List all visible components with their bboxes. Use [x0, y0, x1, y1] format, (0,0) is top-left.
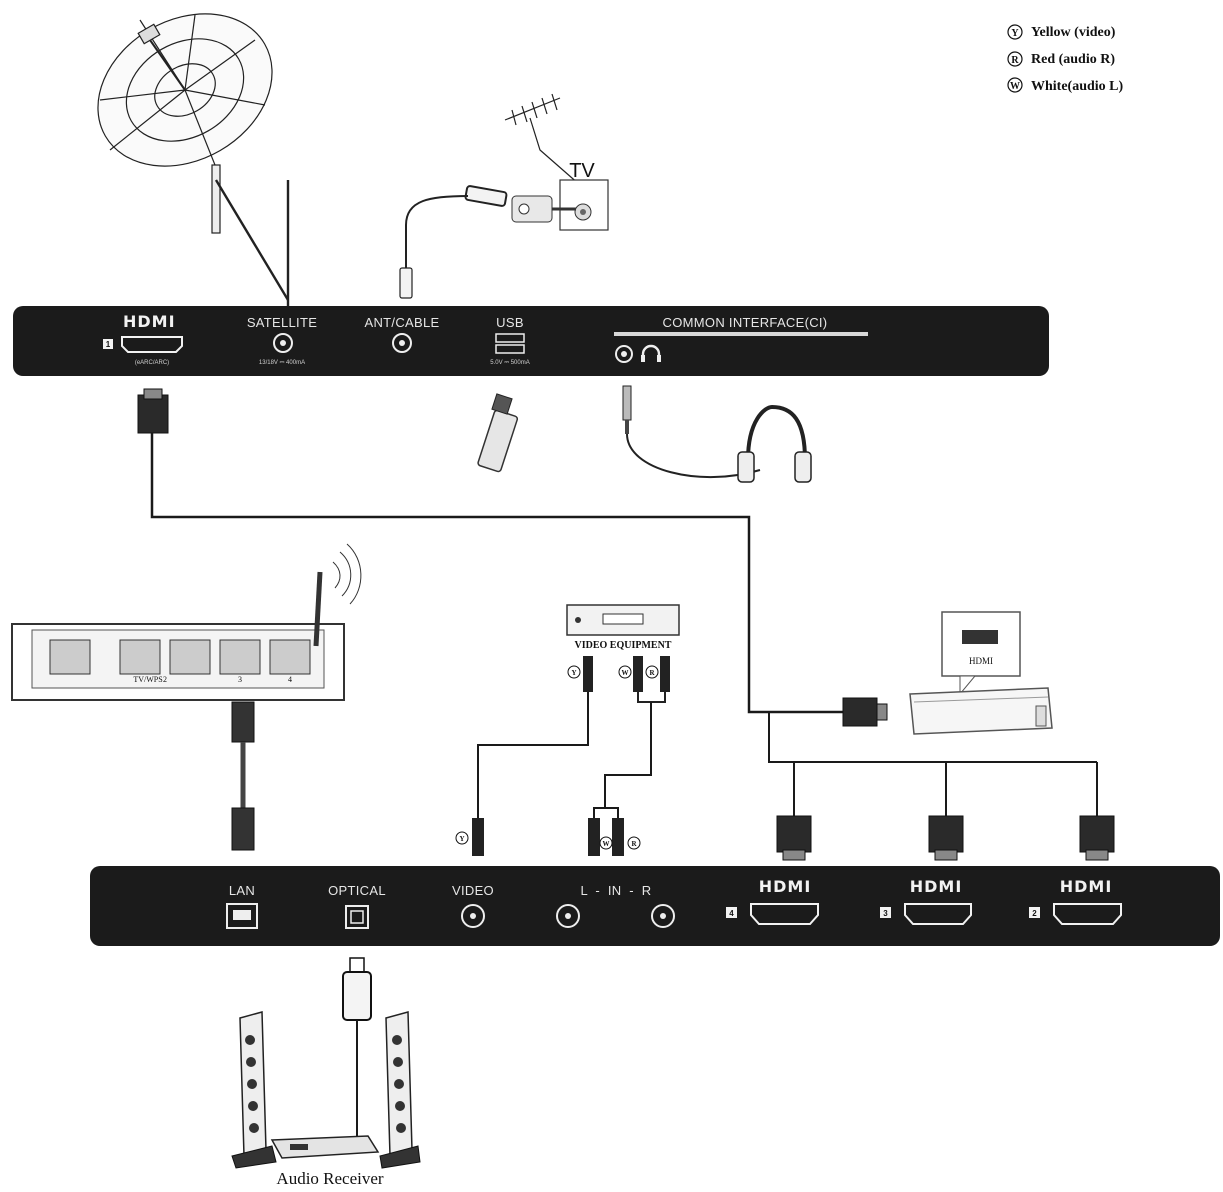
video-port[interactable]: VIDEO — [452, 883, 494, 928]
router-port-label-4: 4 — [288, 675, 292, 684]
optical-label: OPTICAL — [328, 883, 386, 898]
lan-port[interactable]: LAN — [226, 883, 258, 929]
rca-plugs: Y W R — [455, 818, 641, 856]
optical-cable — [342, 957, 372, 1140]
usb-label: USB — [496, 315, 524, 330]
color-legend: Y Yellow (video) R Red (audio R) W White… — [1007, 24, 1124, 94]
video-equipment-y: Y — [571, 669, 576, 677]
rca-plug-r: R — [631, 840, 637, 848]
ant-cable-port[interactable]: ANT/CABLE — [365, 315, 440, 353]
rca-plug-y: Y — [459, 835, 464, 843]
wall-outlet: TV — [511, 160, 609, 231]
headphone-icon — [641, 344, 661, 361]
legend-letter-r: R — [1011, 55, 1019, 66]
hdmi1-logo: HDMI — [123, 312, 176, 331]
optical-port[interactable]: OPTICAL — [328, 883, 386, 929]
usb-port[interactable]: USB 5.0V ⎓ 500mA — [490, 315, 529, 366]
hdmi2-port[interactable]: HDMI 2 — [1029, 877, 1122, 925]
bluray-hdmi-label: HDMI — [969, 656, 993, 666]
satellite-port[interactable]: SATELLITE 13/18V ⎓ 400mA — [247, 315, 317, 366]
legend-label-red: Red (audio R) — [1031, 52, 1115, 67]
hdmi1-sub: (eARC/ARC) — [135, 360, 169, 366]
audio-in-label: L - IN - R — [581, 883, 652, 898]
headphone-jack[interactable] — [615, 344, 661, 363]
hdmi3-logo: HDMI — [910, 877, 963, 896]
video-equipment: VIDEO EQUIPMENT Y W R — [566, 604, 680, 703]
antenna-icon — [504, 93, 581, 186]
hdmi-cable-branches — [768, 697, 1115, 861]
hdmi1-number: 1 — [106, 340, 111, 349]
router-port-label-3: 3 — [238, 675, 242, 684]
common-interface-slot[interactable]: COMMON INTERFACE(CI) — [614, 315, 868, 336]
av-cables — [477, 692, 652, 818]
legend-item-white: W White(audio L) — [1007, 77, 1124, 94]
hdmi4-number: 4 — [729, 909, 734, 918]
hdmi3-port[interactable]: HDMI 3 — [880, 877, 972, 925]
hdmi-cable-arc — [137, 388, 843, 714]
satellite-dish-icon — [97, 13, 290, 306]
audio-in-ports[interactable]: L - IN - R — [556, 883, 675, 928]
video-equipment-label: VIDEO EQUIPMENT — [575, 640, 672, 651]
tv-side-panel: HDMI 1 (eARC/ARC) SATELLITE 13/18V ⎓ 400… — [13, 306, 1049, 376]
rca-plug-w: W — [603, 840, 610, 848]
video-label: VIDEO — [452, 883, 494, 898]
bluray-player: HDMI — [909, 611, 1053, 735]
coax-cable — [399, 185, 508, 299]
speaker-left-icon — [231, 1011, 277, 1169]
hdmi2-number: 2 — [1032, 909, 1037, 918]
router-icon: TV/WPS 2 3 4 — [11, 543, 362, 701]
legend-item-red: R Red (audio R) — [1007, 51, 1115, 67]
audio-receiver-icon — [270, 1135, 380, 1159]
legend-item-yellow: Y Yellow (video) — [1007, 24, 1116, 40]
headphones-icon — [622, 385, 812, 483]
speaker-right-icon — [379, 1011, 421, 1169]
lan-cable — [231, 701, 255, 851]
router-port-label-1: TV/WPS — [133, 675, 162, 684]
satellite-label: SATELLITE — [247, 315, 317, 330]
usb-stick-icon — [477, 393, 519, 473]
hdmi4-port[interactable]: HDMI 4 — [726, 877, 819, 925]
usb-sub: 5.0V ⎓ 500mA — [490, 360, 529, 366]
legend-letter-y: Y — [1011, 28, 1019, 39]
video-equipment-r: R — [649, 669, 655, 677]
tv-rear-panel: LAN OPTICAL VIDEO L - IN - R HDMI 4 — [90, 866, 1220, 946]
hdmi2-logo: HDMI — [1060, 877, 1113, 896]
lan-label: LAN — [229, 883, 255, 898]
hdmi3-number: 3 — [883, 909, 888, 918]
satellite-sub: 13/18V ⎓ 400mA — [259, 360, 305, 366]
wall-outlet-label: TV — [569, 160, 595, 182]
legend-letter-w: W — [1010, 81, 1020, 92]
hdmi4-logo: HDMI — [759, 877, 812, 896]
audio-receiver-label: Audio Receiver — [276, 1169, 383, 1188]
hdmi1-port[interactable]: HDMI 1 (eARC/ARC) — [103, 312, 183, 366]
router-port-label-2: 2 — [163, 675, 167, 684]
video-equipment-w: W — [622, 669, 629, 677]
ant-cable-label: ANT/CABLE — [365, 315, 440, 330]
common-interface-label: COMMON INTERFACE(CI) — [663, 315, 828, 330]
legend-label-white: White(audio L) — [1031, 79, 1124, 94]
legend-label-yellow: Yellow (video) — [1031, 25, 1116, 40]
